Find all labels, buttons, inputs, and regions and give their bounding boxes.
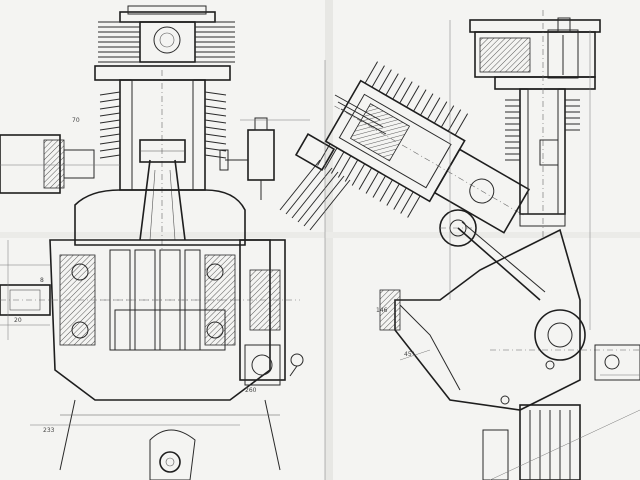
connecting-rod	[139, 159, 186, 241]
dim-label-146: 146	[376, 307, 388, 314]
dim-label-70: 70	[72, 117, 80, 124]
dimension-lines	[0, 20, 591, 480]
far-right-detail	[594, 344, 640, 381]
dim-label-233: 233	[43, 427, 55, 434]
side-crankcase	[379, 228, 640, 411]
magneto-unit	[0, 134, 120, 194]
head-fins	[98, 21, 235, 63]
front-section-view	[0, 5, 304, 480]
dim-label-260: 260	[245, 387, 257, 394]
carburettor	[219, 117, 275, 200]
angled-cylinder-view	[317, 61, 531, 234]
dim-label-45deg: 45°	[404, 351, 415, 358]
right-bottom-fins	[482, 404, 640, 480]
dim-label-20: 20	[14, 317, 22, 324]
bearing-housing	[239, 239, 304, 386]
angled-head-fins	[279, 94, 387, 231]
right-cylinder-view	[469, 10, 601, 240]
sump	[59, 399, 281, 480]
dim-label-8: 8	[40, 277, 44, 284]
dimension-texts: 70 8 20 233 260 45° 146	[14, 117, 415, 434]
